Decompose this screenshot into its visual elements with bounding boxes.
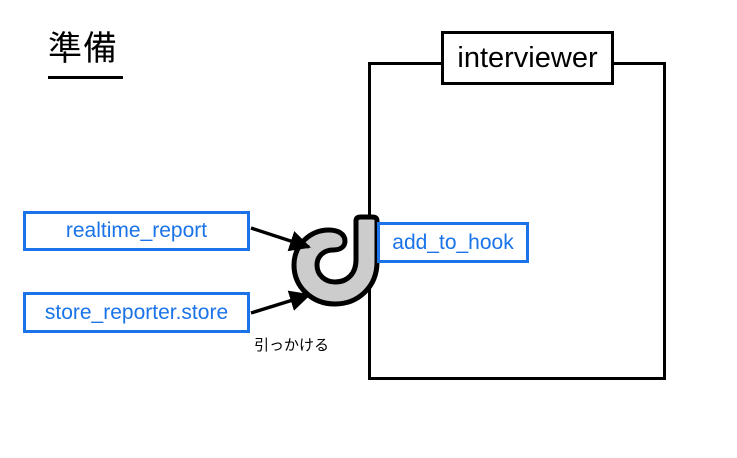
interviewer-label: interviewer (457, 41, 598, 74)
node-store-reporter-store[interactable]: store_reporter.store (23, 292, 250, 333)
node-store-reporter-store-label: store_reporter.store (44, 300, 229, 324)
node-realtime-report-label: realtime_report (65, 219, 208, 242)
node-realtime-report[interactable]: realtime_report (23, 211, 250, 251)
title-underline (48, 76, 123, 79)
edge-realtime-report-to-hook (250, 226, 311, 252)
hook-caption: 引っかける (254, 337, 330, 354)
interviewer-scope-box (368, 62, 666, 380)
interviewer-label-box[interactable]: interviewer (441, 31, 614, 85)
node-add-to-hook-label: add_to_hook (392, 230, 514, 254)
edge-store-reporter-to-hook (250, 290, 311, 315)
page-title: 準備 (48, 30, 118, 68)
hook-icon (291, 214, 380, 307)
node-add-to-hook[interactable]: add_to_hook (377, 222, 529, 263)
